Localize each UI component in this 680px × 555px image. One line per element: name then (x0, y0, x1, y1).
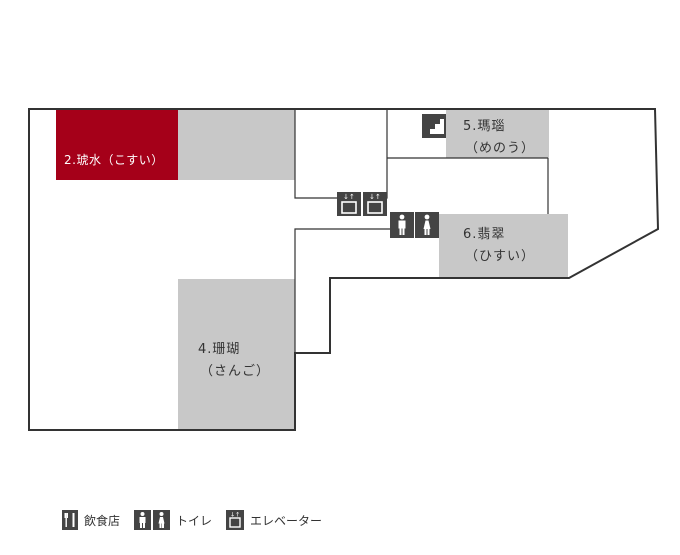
svg-text:↓↑: ↓↑ (369, 193, 381, 201)
room-hisui[interactable] (439, 214, 568, 278)
legend-elevator-label: エレベーター (250, 513, 323, 528)
toilet-female-icon (415, 212, 439, 238)
room-label-hisui-reading: （ひすい） (465, 249, 536, 264)
room-label-meno-reading: （めのう） (465, 141, 536, 156)
room-label-kohaku: 2.琥水（こすい） (64, 153, 164, 167)
room-label-hisui: 6.翡翠 （ひすい） (463, 224, 535, 268)
elevator-icon: ↓↑ (363, 192, 387, 216)
legend-toilet-label: トイレ (176, 513, 213, 528)
room-label-sango-name: 4.珊瑚 (198, 342, 241, 357)
room-meno[interactable] (446, 110, 549, 158)
toilet-icon (134, 510, 171, 530)
legend-elevator: ↓↑ エレベーター (226, 510, 322, 530)
room-sango[interactable] (178, 279, 295, 430)
svg-text:↓↑: ↓↑ (230, 512, 240, 519)
room-label-meno-name: 5.瑪瑙 (463, 119, 506, 134)
restaurant-icon (62, 510, 78, 530)
stairs-icon (422, 114, 446, 138)
legend-restaurant: 飲食店 (62, 510, 120, 530)
room-gray-top (178, 110, 295, 180)
elevator-icon: ↓↑ (337, 192, 361, 216)
room-label-meno: 5.瑪瑙 （めのう） (463, 116, 535, 160)
room-label-hisui-name: 6.翡翠 (463, 227, 506, 242)
legend: 飲食店 トイレ ↓↑ エレベーター (62, 510, 336, 530)
room-label-sango-reading: （さんご） (200, 364, 271, 379)
room-kohaku[interactable] (56, 110, 178, 180)
room-label-sango: 4.珊瑚 （さんご） (198, 339, 270, 383)
legend-restaurant-label: 飲食店 (84, 513, 121, 528)
svg-text:↓↑: ↓↑ (343, 193, 355, 201)
elevator-icon: ↓↑ (226, 510, 245, 530)
toilet-male-icon (390, 212, 414, 238)
legend-toilet: トイレ (134, 510, 212, 530)
outer-wall (28, 108, 660, 431)
